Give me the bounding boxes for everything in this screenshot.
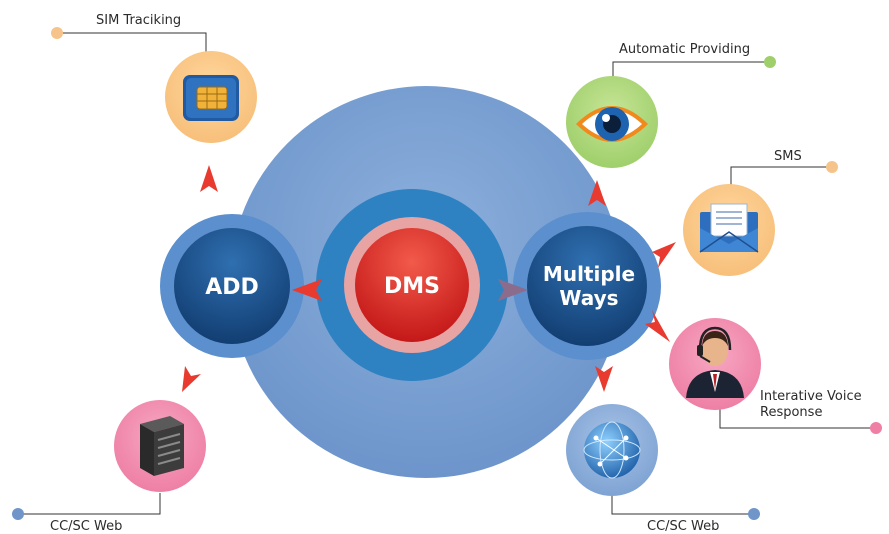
automatic-providing-label: Automatic Providing (619, 42, 750, 57)
arrow-multiple-to-cc-right (595, 366, 613, 392)
dot-cc-right (748, 508, 760, 520)
arrow-multiple-to-ivr (645, 310, 670, 342)
multiple-ways-label-1: Multiple (543, 262, 635, 286)
arrow-add-to-sim (200, 165, 218, 192)
connector-ivr (719, 404, 876, 429)
connector-cc-right (611, 494, 754, 515)
dot-sim (51, 27, 63, 39)
arrow-dms-to-add (292, 279, 322, 301)
connector-auto (612, 61, 770, 85)
connector-sim (57, 32, 207, 60)
add-hub-core[interactable] (174, 228, 290, 344)
multiple-ways-label-2: Ways (559, 286, 618, 310)
dot-auto (764, 56, 776, 68)
arrow-multiple-to-auto (588, 180, 606, 206)
dot-sms (826, 161, 838, 173)
sms-label: SMS (774, 149, 802, 164)
connector-sms (730, 166, 832, 192)
eye-icon (576, 106, 648, 142)
ivr-label-2: Response (760, 405, 822, 420)
arrow-multiple-to-sms (652, 242, 676, 268)
add-hub-label: ADD (205, 275, 259, 300)
arrow-add-to-cc-left (182, 366, 201, 392)
dms-core[interactable] (355, 228, 469, 342)
operator-headset-icon (686, 326, 744, 398)
connector-cc-left (18, 493, 161, 515)
ivr-label-1: Interative Voice (760, 389, 862, 404)
sim-card-icon (183, 75, 239, 121)
cc-sc-web-left-label: CC/SC Web (50, 519, 122, 534)
dms-label: DMS (384, 274, 440, 299)
arrows (182, 165, 676, 392)
envelope-icon (699, 203, 759, 253)
cc-sc-web-right-label: CC/SC Web (647, 519, 719, 534)
sim-tracking-label: SIM Traciking (96, 13, 181, 28)
dot-cc-left (12, 508, 24, 520)
multiple-ways-core[interactable] (527, 226, 647, 346)
server-rack-icon (140, 416, 184, 476)
dot-ivr (870, 422, 882, 434)
arrow-dms-to-multiple (498, 279, 528, 301)
globe-network-icon (583, 421, 641, 479)
